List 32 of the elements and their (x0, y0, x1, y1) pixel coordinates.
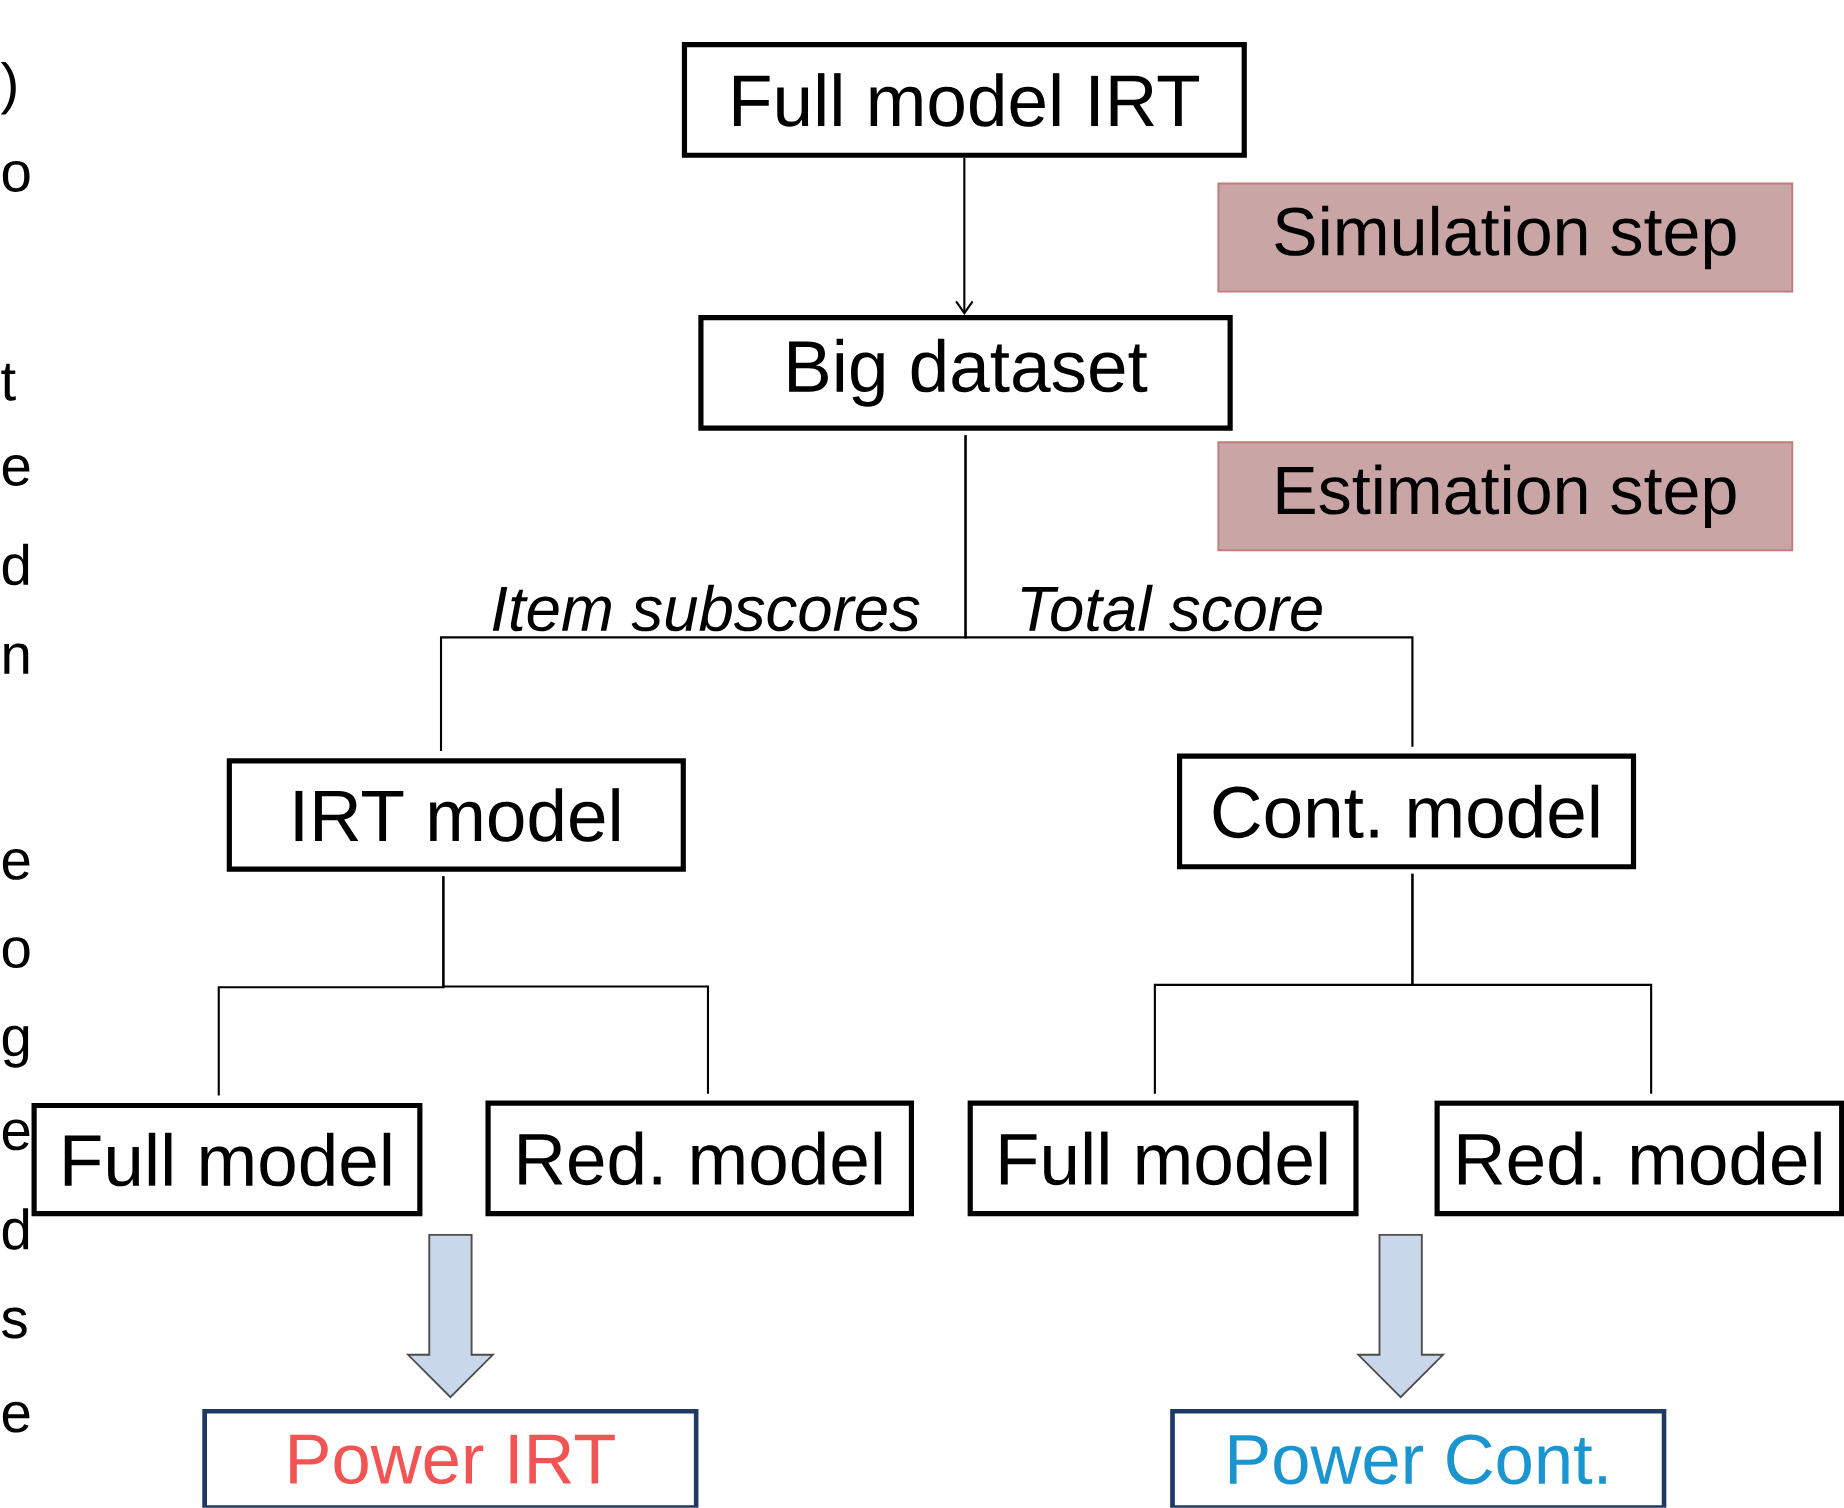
text-fragment: d (2, 543, 29, 586)
connector-line (442, 876, 710, 1094)
process-box: Cont. model (1176, 753, 1637, 870)
text-fragment: n (4, 643, 29, 674)
text-fragment: ) (0, 62, 16, 115)
step-banner: Estimation step (1217, 441, 1794, 552)
text-fragment: o (2, 937, 30, 969)
text-fragment: d (2, 1208, 29, 1250)
process-box: Full model (31, 1103, 423, 1217)
process-box: Full model (967, 1100, 1359, 1217)
edge-label: Item subscores (488, 582, 924, 634)
process-box: Full model IRT (681, 42, 1247, 158)
process-box: Red. model (1434, 1100, 1844, 1217)
edge-label: Total score (1013, 582, 1327, 634)
step-banner: Simulation step (1217, 182, 1794, 293)
connector-line (1411, 873, 1653, 1094)
text-fragment: e (2, 1401, 30, 1433)
block-arrow (405, 1234, 496, 1399)
process-box: Red. model (485, 1100, 914, 1217)
text-fragment: o (2, 161, 30, 193)
result-box: Power IRT (202, 1409, 699, 1508)
text-fragment: e (2, 455, 30, 487)
process-box: IRT model (226, 758, 686, 872)
arrow (955, 158, 974, 316)
text-fragment: s (2, 1307, 27, 1339)
text-fragment: t (1, 363, 16, 401)
process-box: Big dataset (698, 315, 1233, 431)
connector-line (964, 435, 1414, 747)
text-fragment: e (2, 849, 30, 881)
text-fragment: g (2, 1025, 29, 1068)
block-arrow (1356, 1234, 1446, 1399)
result-box: Power Cont. (1170, 1409, 1667, 1508)
